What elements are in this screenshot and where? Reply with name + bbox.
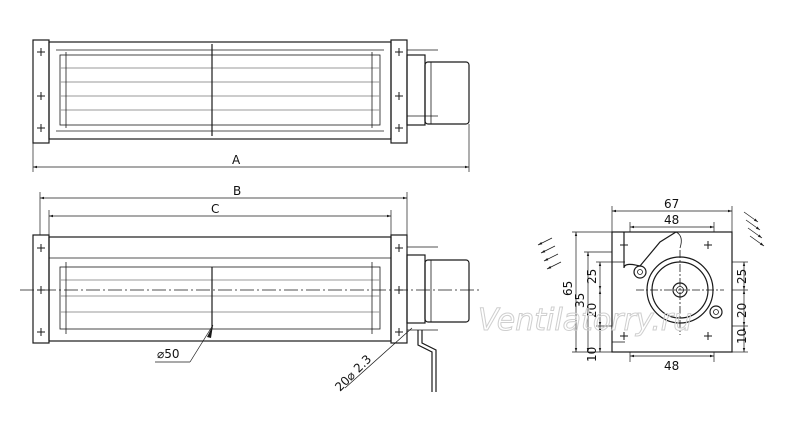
watermark: Ventilatorry.ru (478, 303, 692, 338)
side-view: 67 48 48 65 (537, 197, 765, 373)
dim-48-top-label: 48 (664, 213, 679, 227)
airflow-in-arrows (537, 237, 562, 270)
dim-35-label: 35 (573, 293, 587, 308)
dim-a-label: A (232, 153, 241, 167)
dim-10-left-label: 10 (585, 347, 599, 362)
dim-20-left-label: 20 (585, 303, 599, 318)
dim-c-label: C (211, 202, 219, 216)
dim-67-label: 67 (664, 197, 679, 211)
dim-b-label: B (233, 184, 241, 198)
dim-48-bottom-label: 48 (664, 359, 679, 373)
dim-20-right-label: 20 (735, 303, 749, 318)
airflow-out-arrows (743, 211, 765, 247)
front-view: B C ⌀50 (20, 184, 480, 394)
top-view: A (32, 39, 470, 172)
dim-25-right-label: 25 (735, 269, 749, 284)
dim-65-label: 65 (561, 281, 575, 296)
wire-spec-label: 20⌀ 2.3 (332, 352, 374, 394)
diameter-50-label: ⌀50 (157, 347, 180, 361)
dim-25-left-label: 25 (585, 269, 599, 284)
dim-10-right-label: 10 (735, 329, 749, 344)
